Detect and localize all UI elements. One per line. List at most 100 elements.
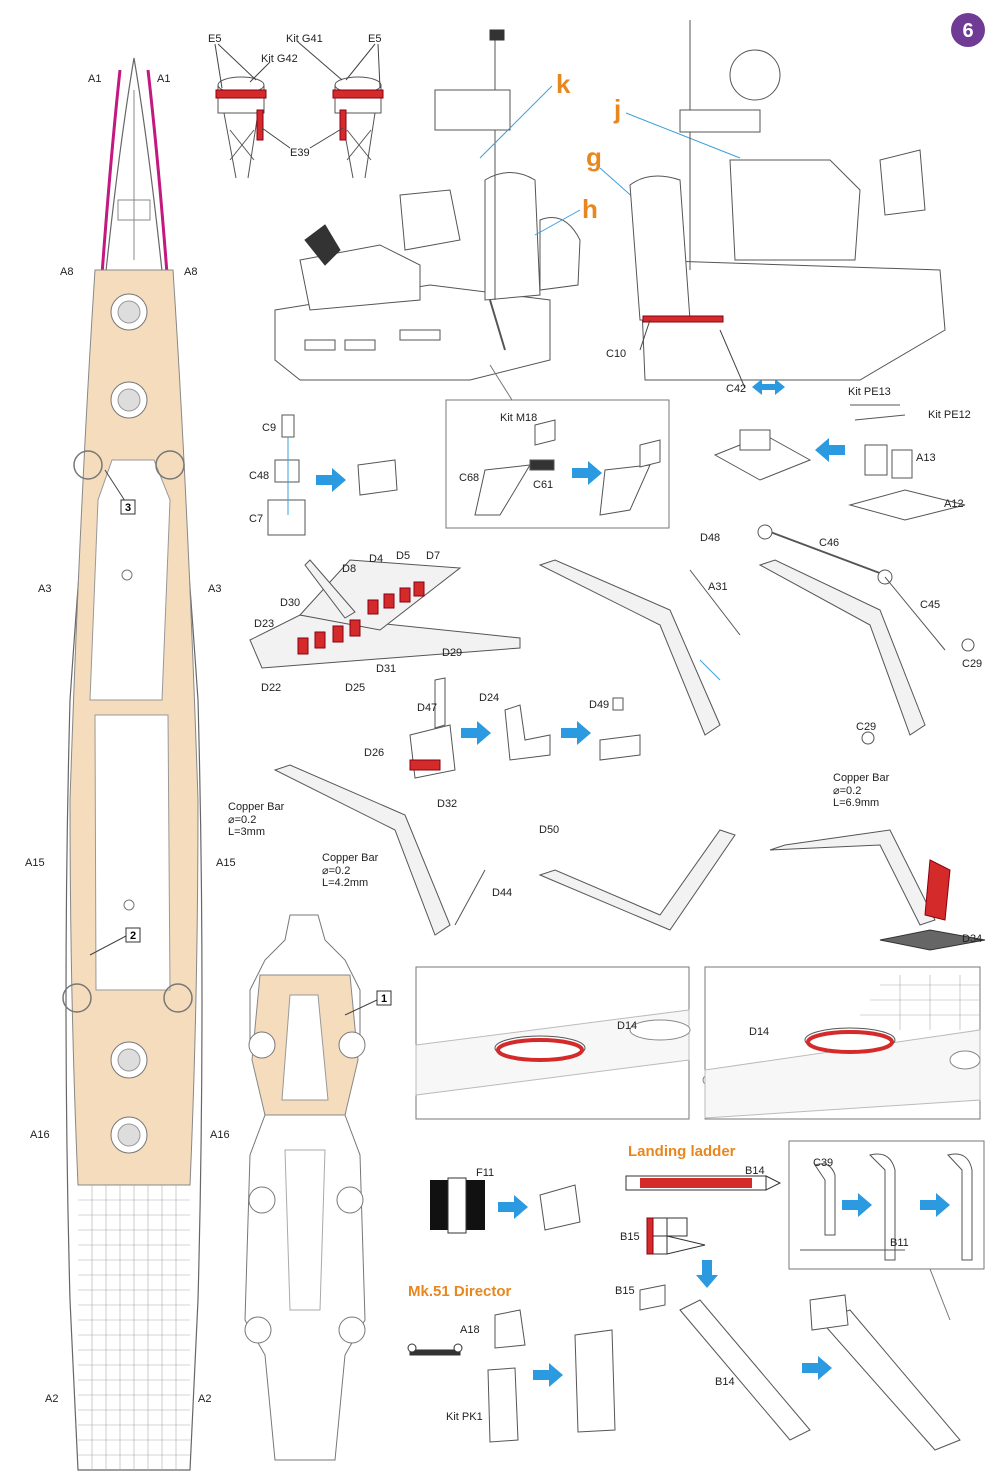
d14-inset-left: D14 bbox=[415, 966, 754, 1120]
label-a18: A18 bbox=[460, 1324, 480, 1336]
label-d24: D24 bbox=[479, 692, 499, 704]
copper-bar-2-line2: ⌀=0.2 bbox=[322, 865, 350, 877]
label-e5-left: E5 bbox=[208, 33, 221, 45]
label-e39: E39 bbox=[290, 147, 310, 159]
label-d4: D4 bbox=[369, 553, 383, 565]
arrow-right-icon bbox=[920, 1193, 950, 1217]
mk51-title: Mk.51 Director bbox=[408, 1283, 512, 1300]
arrow-right-icon bbox=[842, 1193, 872, 1217]
crane-boom-a31: A31 bbox=[538, 559, 741, 736]
crane-boom-d34: D34 bbox=[769, 829, 986, 951]
arrow-right-icon bbox=[498, 1195, 528, 1219]
m18-ladder-inset: Kit M18 C68 C61 bbox=[445, 364, 670, 529]
bridge-superstructure-left bbox=[274, 29, 581, 381]
label-d8: D8 bbox=[342, 563, 356, 575]
crane-jib-parts: D8 D4 D5 D7 D30 D23 D31 D29 D22 D25 bbox=[249, 550, 521, 694]
label-d14-right: D14 bbox=[749, 1026, 769, 1038]
label-c9: C9 bbox=[262, 422, 276, 434]
label-c46: C46 bbox=[819, 537, 839, 549]
landing-ladder-title: Landing ladder bbox=[628, 1143, 736, 1160]
label-c29-left: C29 bbox=[856, 721, 876, 733]
label-kit-pk1: Kit PK1 bbox=[446, 1411, 483, 1423]
label-d32: D32 bbox=[437, 798, 457, 810]
arrow-right-icon bbox=[572, 461, 602, 485]
label-d5: D5 bbox=[396, 550, 410, 562]
copper-bar-1-line1: Copper Bar bbox=[228, 801, 285, 813]
svg-text:1: 1 bbox=[381, 993, 387, 1005]
copper-bar-3-line1: Copper Bar bbox=[833, 772, 890, 784]
label-c42: C42 bbox=[726, 383, 746, 395]
arrow-right-icon bbox=[561, 721, 591, 745]
letter-k: k bbox=[556, 69, 571, 99]
crane-boom-d44: Copper Bar ⌀=0.2 L=3mm Copper Bar ⌀=0.2 … bbox=[228, 764, 512, 936]
bridge-superstructure-right: C10 C42 bbox=[606, 20, 946, 395]
arrow-down-icon bbox=[696, 1260, 718, 1288]
label-a31: A31 bbox=[708, 581, 728, 593]
label-d48: D48 bbox=[700, 532, 720, 544]
step-badge: 6 bbox=[951, 13, 985, 47]
crane-boom-c45: D48 C46 C45 C29 C29 Copper Bar ⌀=0.2 L=6… bbox=[700, 524, 982, 809]
deck-number-3: 3 bbox=[104, 469, 136, 515]
label-d22: D22 bbox=[261, 682, 281, 694]
copper-bar-1-line2: ⌀=0.2 bbox=[228, 814, 256, 826]
arrow-right-icon bbox=[533, 1363, 563, 1387]
label-b15-lower: B15 bbox=[615, 1285, 635, 1297]
label-c68: C68 bbox=[459, 472, 479, 484]
hull-label-a15-right: A15 bbox=[216, 857, 236, 869]
arrow-right-icon bbox=[461, 721, 491, 745]
f11-assembly: F11 bbox=[430, 1167, 581, 1234]
step-number: 6 bbox=[962, 20, 973, 42]
label-kit-pe12: Kit PE12 bbox=[928, 409, 971, 421]
hull-label-a3-left: A3 bbox=[38, 583, 51, 595]
label-c10: C10 bbox=[606, 348, 626, 360]
letter-j: j bbox=[613, 94, 621, 124]
landing-ladder-assembly: Landing ladder B14 B15 B15 B14 bbox=[615, 1143, 961, 1451]
arrow-right-icon bbox=[316, 468, 346, 492]
hull-label-a2-right: A2 bbox=[198, 1393, 211, 1405]
label-d29: D29 bbox=[442, 647, 462, 659]
label-d49: D49 bbox=[589, 699, 609, 711]
hull-label-a15-left: A15 bbox=[25, 857, 45, 869]
label-kit-pe13: Kit PE13 bbox=[848, 386, 891, 398]
hull-label-a1-right: A1 bbox=[157, 73, 170, 85]
copper-bar-2-line3: L=4.2mm bbox=[322, 877, 368, 889]
label-b14-bottom: B14 bbox=[715, 1376, 735, 1388]
copper-bar-1-line3: L=3mm bbox=[228, 826, 265, 838]
label-kit-m18: Kit M18 bbox=[500, 412, 537, 424]
hull-label-a16-right: A16 bbox=[210, 1129, 230, 1141]
hull-label-a2-left: A2 bbox=[45, 1393, 58, 1405]
c48-assembly: C9 C48 C7 bbox=[249, 414, 398, 536]
forward-deck-part: 1 bbox=[244, 914, 392, 1461]
label-d34: D34 bbox=[962, 933, 982, 945]
label-d30: D30 bbox=[280, 597, 300, 609]
label-kit-g41: Kit G41 bbox=[286, 33, 323, 45]
c39-stanchion-inset: C39 B11 bbox=[788, 1140, 985, 1321]
label-c7: C7 bbox=[249, 513, 263, 525]
hull-label-a3-right: A3 bbox=[208, 583, 221, 595]
arrow-right-icon bbox=[802, 1356, 832, 1380]
hull-label-a8-left: A8 bbox=[60, 266, 73, 278]
label-d23: D23 bbox=[254, 618, 274, 630]
svg-text:3: 3 bbox=[125, 502, 131, 514]
label-d26: D26 bbox=[364, 747, 384, 759]
label-d47: D47 bbox=[417, 702, 437, 714]
arrow-left-icon bbox=[815, 438, 845, 462]
label-c29-right: C29 bbox=[962, 658, 982, 670]
copper-bar-3-line3: L=6.9mm bbox=[833, 797, 879, 809]
label-c39: C39 bbox=[813, 1157, 833, 1169]
hull-label-a8-right: A8 bbox=[184, 266, 197, 278]
label-c45: C45 bbox=[920, 599, 940, 611]
deck-number-1: 1 bbox=[344, 990, 392, 1016]
label-c48: C48 bbox=[249, 470, 269, 482]
letter-g: g bbox=[586, 142, 602, 172]
label-b14-top: B14 bbox=[745, 1165, 765, 1177]
copper-bar-2-line1: Copper Bar bbox=[322, 852, 379, 864]
hull-label-a1-left: A1 bbox=[88, 73, 101, 85]
letter-h: h bbox=[582, 194, 598, 224]
copper-bar-3-line2: ⌀=0.2 bbox=[833, 785, 861, 797]
label-f11: F11 bbox=[476, 1167, 494, 1179]
hull-deck-view: A1 A1 A8 A8 A3 A3 A15 A15 A16 A16 A2 A2 … bbox=[25, 57, 236, 1471]
deck-number-2: 2 bbox=[89, 927, 141, 956]
d47-bracket-assembly: D47 D24 D49 D26 D32 bbox=[364, 677, 641, 810]
